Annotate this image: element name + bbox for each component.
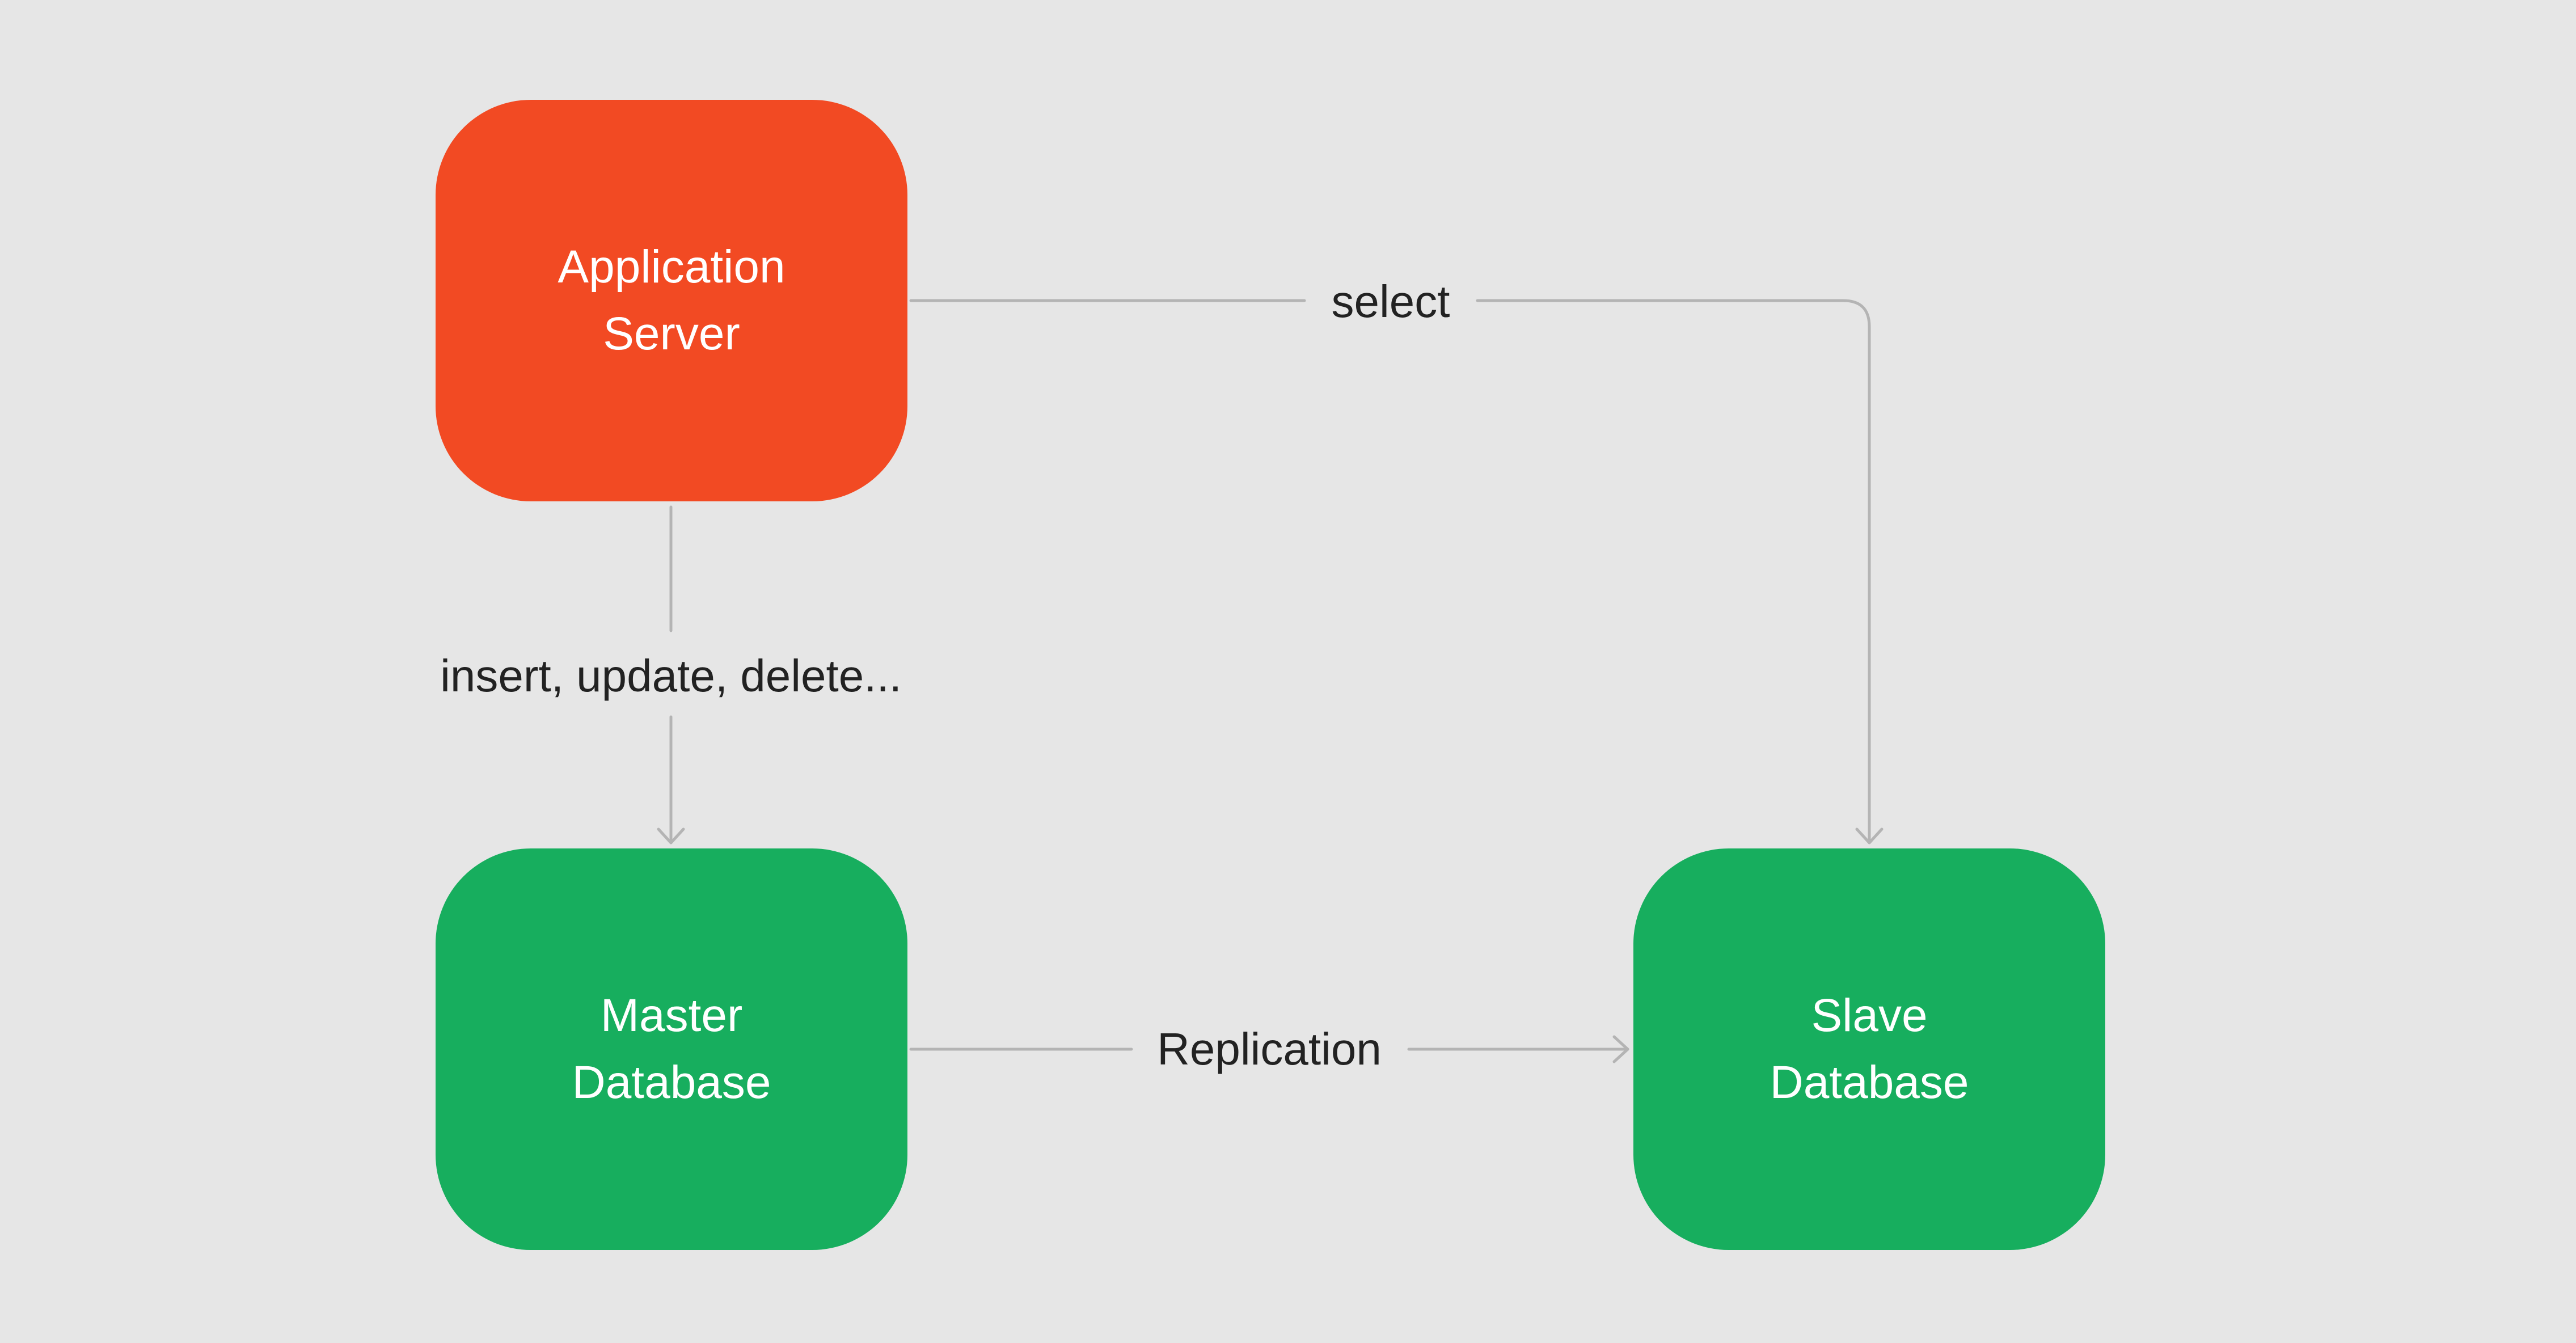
application-server-node[interactable]: Application Server — [436, 100, 907, 501]
master-database-label-line2: Database — [572, 1057, 771, 1108]
slave-database-label-line2: Database — [1770, 1057, 1969, 1108]
select-arrowhead — [1855, 827, 1884, 844]
slave-database-node[interactable]: Slave Database — [1633, 848, 2105, 1250]
replication-connector — [909, 1035, 1629, 1063]
slave-database-label-line1: Slave — [1811, 990, 1928, 1041]
select-connector — [909, 299, 1884, 844]
select-edge-label: select — [1331, 276, 1450, 327]
application-server-label-line1: Application — [558, 241, 786, 293]
write-edge-label: insert, update, delete... — [440, 651, 902, 701]
write-connector — [657, 505, 685, 844]
application-server-label-line2: Server — [603, 308, 740, 360]
replication-arrowhead — [1612, 1035, 1629, 1063]
master-database-node[interactable]: Master Database — [436, 848, 907, 1250]
write-arrowhead — [657, 827, 685, 844]
master-database-label-line1: Master — [600, 990, 743, 1041]
replication-edge-label: Replication — [1157, 1024, 1382, 1074]
